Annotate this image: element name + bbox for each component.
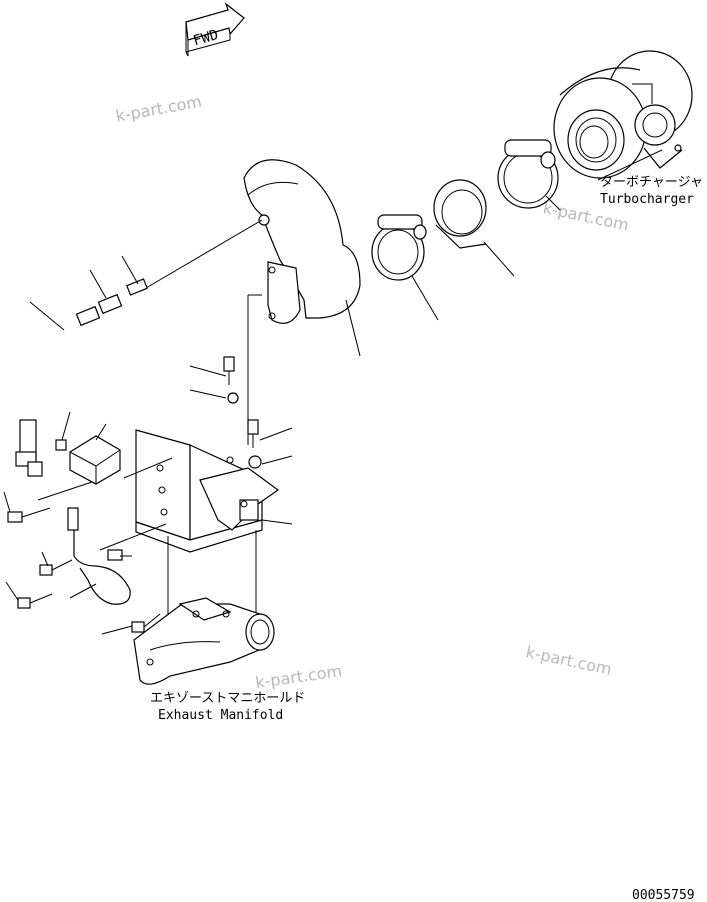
drawing-number: 00055759 [632,888,695,902]
sleeve-part [433,179,487,249]
watermark: k-part.com [254,661,343,692]
clamp-upper-part [497,139,559,209]
watermark: k-part.com [114,92,203,126]
bolt-part [7,356,262,633]
manifold-label-en: Exhaust Manifold [158,708,283,723]
clamp-lower-part [371,214,427,281]
hose-part [15,319,72,477]
bracket-plate-part [135,429,280,553]
exhaust-manifold-part [133,597,275,685]
turbocharger-part [553,50,693,179]
turbocharger-label-en: Turbocharger [600,192,694,207]
connector-block-part [55,435,121,485]
watermark: k-part.com [524,642,613,679]
sensor-leader-line [145,219,263,289]
exhaust-elbow-part [243,159,361,445]
turbocharger-label-jp: ターボチャージャ [600,175,703,190]
sensor-fitting-part [75,278,148,327]
sensor-wire-part [67,507,131,605]
manifold-label-jp: エキゾーストマニホールド [150,691,305,706]
fwd-label: FWD [191,27,220,49]
forward-arrow-icon: FWD [185,2,245,57]
leader-lines [3,149,663,635]
